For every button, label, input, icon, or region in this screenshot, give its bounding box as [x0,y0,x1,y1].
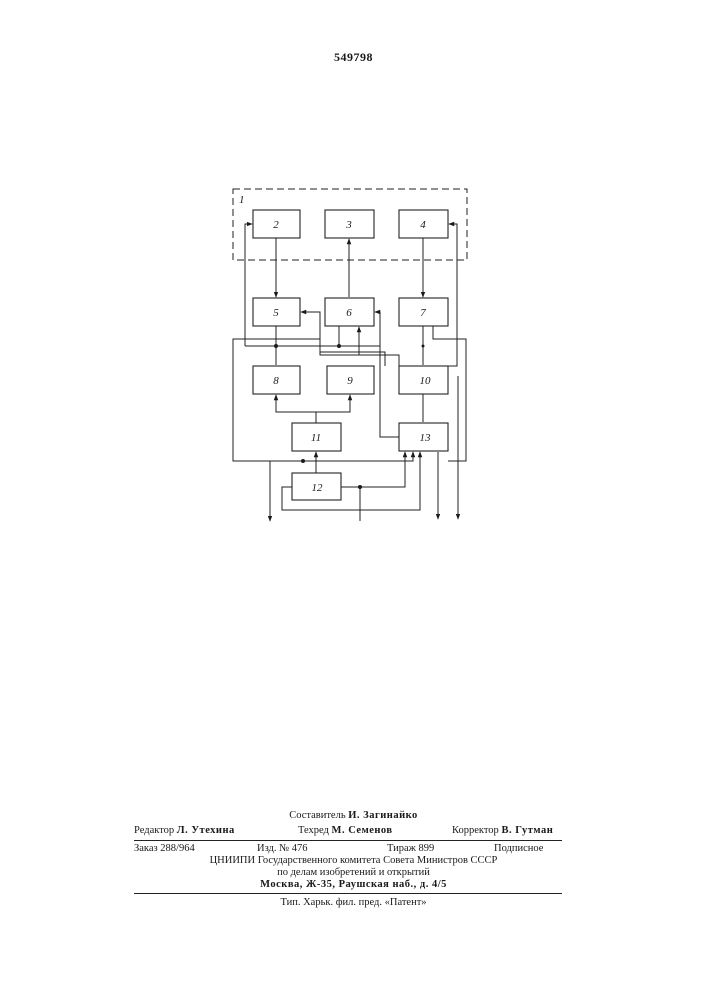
block-9-label: 9 [347,375,353,387]
corrector-name: В. Гутман [501,825,553,836]
editor-label: Редактор [134,825,174,836]
editor-name: Л. Утехина [177,825,235,836]
compiler-name: И. Загинайко [348,810,418,821]
edition-number: Изд. № 476 [257,843,308,854]
address-line: Москва, Ж-35, Раушская наб., д. 4/5 [0,879,707,890]
org-line-2: по делам изобретений и открытий [0,867,707,878]
block-12-label: 12 [312,482,324,494]
divider-top [134,840,562,841]
block-10-label: 10 [420,375,432,387]
block-7-label: 7 [420,307,426,319]
block-13-label: 13 [420,432,432,444]
block-6-label: 6 [346,307,352,319]
order-number: Заказ 288/964 [134,843,195,854]
corrector-line: Корректор В. Гутман [452,825,553,836]
block-diagram: 1 2 3 4 5 6 7 8 9 10 11 12 13 [0,0,707,560]
group-1-label: 1 [239,194,245,206]
block-4-label: 4 [420,219,426,231]
printer-line: Тип. Харьк. фил. пред. «Патент» [0,897,707,908]
block-11-label: 11 [311,432,321,444]
subscription: Подписное [494,843,543,854]
divider-bottom [134,893,562,894]
editor-line: Редактор Л. Утехина [134,825,235,836]
block-8-label: 8 [273,375,279,387]
circulation: Тираж 899 [387,843,434,854]
corrector-label: Корректор [452,825,499,836]
techred-line: Техред М. Семенов [298,825,393,836]
block-3-label: 3 [345,219,352,231]
org-line-1: ЦНИИПИ Государственного комитета Совета … [0,855,707,866]
compiler-line: Составитель И. Загинайко [0,810,707,821]
techred-name: М. Семенов [332,825,393,836]
block-5-label: 5 [273,307,279,319]
block-2-label: 2 [273,219,279,231]
compiler-label: Составитель [289,810,345,821]
techred-label: Техред [298,825,329,836]
